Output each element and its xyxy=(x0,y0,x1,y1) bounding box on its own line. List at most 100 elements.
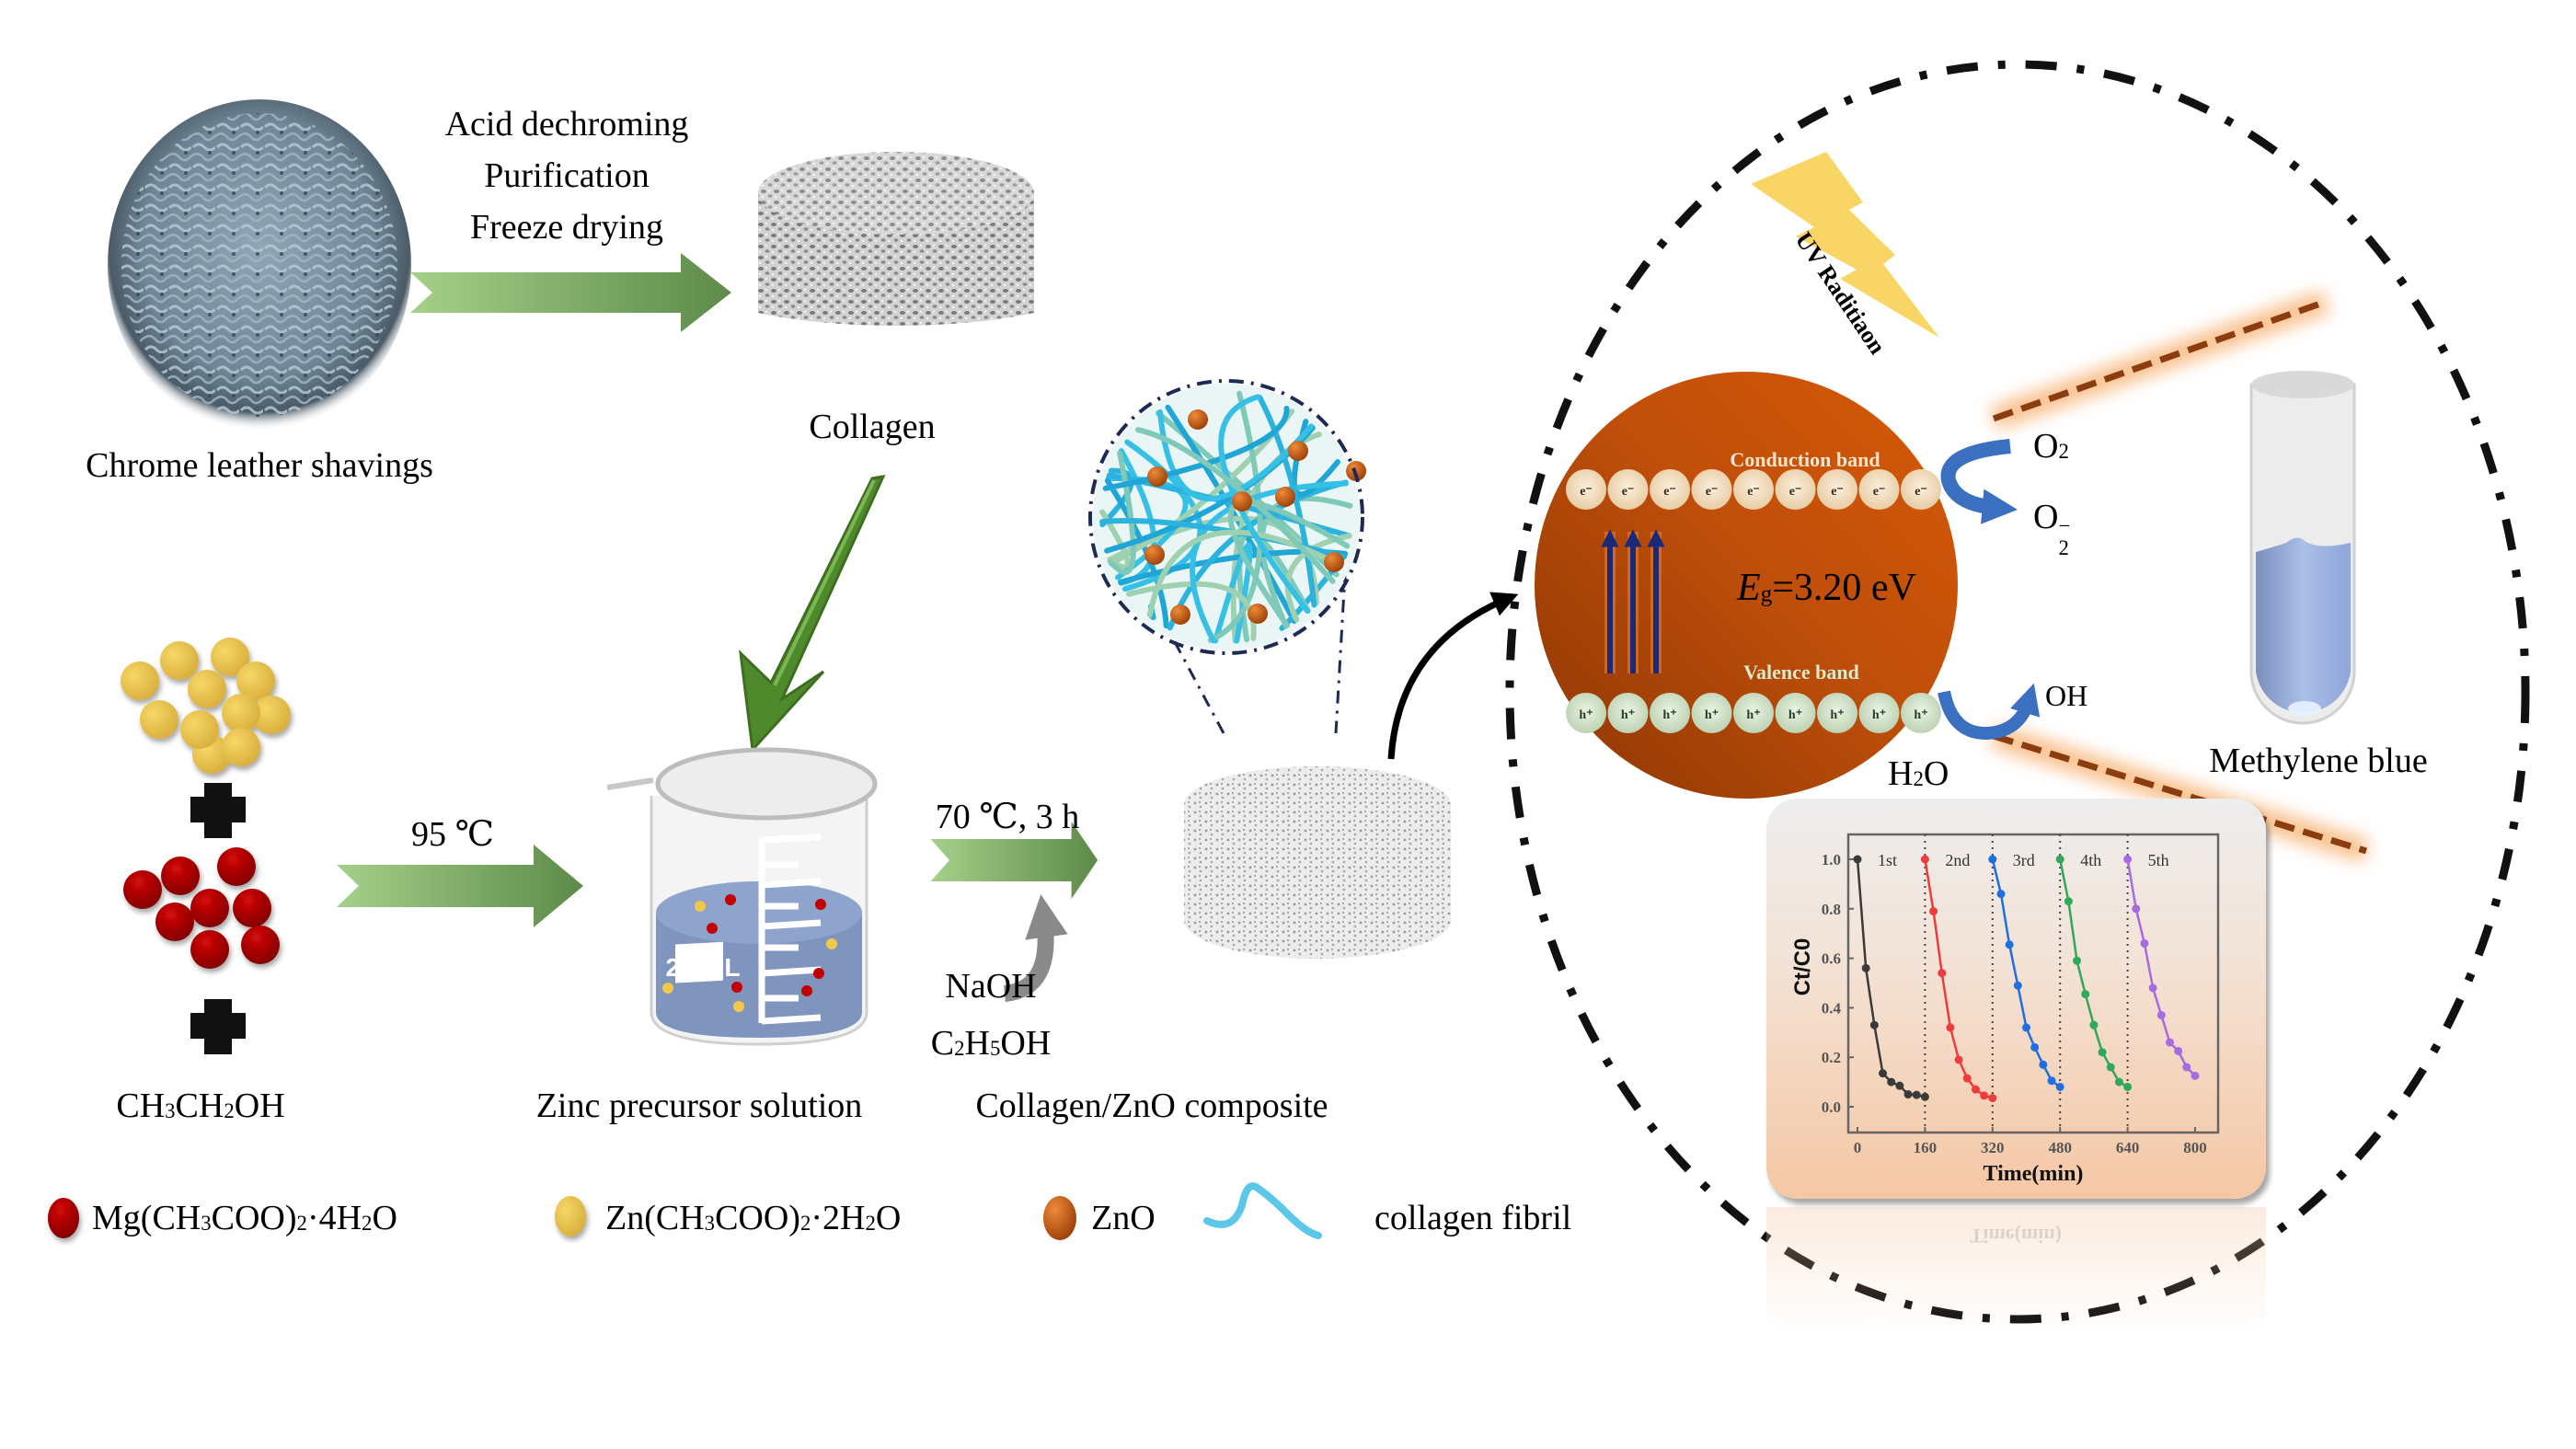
data-point xyxy=(2005,940,2014,949)
zinc-acetate-cluster xyxy=(121,638,291,774)
magnesium-acetate-sphere xyxy=(190,889,229,927)
hole-icon xyxy=(1566,693,1606,733)
heating-condition-label: 95 ℃ xyxy=(410,815,495,854)
electron-symbol: e⁻ xyxy=(1873,485,1886,499)
magnesium-acetate-sphere xyxy=(233,889,271,927)
collagen-fibril-icon xyxy=(1203,1182,1322,1239)
zno-particle xyxy=(1324,552,1344,572)
electron-icon xyxy=(1566,469,1606,510)
process-arrow-1 xyxy=(410,253,731,332)
y-axis-label: Ct/C0 xyxy=(1790,938,1815,996)
collagen-label: Collagen xyxy=(809,408,936,446)
valence-band-label: Valence band xyxy=(1743,661,1859,684)
zinc-acetate-sphere xyxy=(121,661,159,700)
bandgap-label: Eg=3.20 eV xyxy=(1737,567,1916,609)
data-point xyxy=(1962,1074,1972,1083)
x-tick-label: 0 xyxy=(1854,1139,1862,1156)
collagen-fibril xyxy=(1134,427,1336,584)
zno-band-structure: e⁻e⁻e⁻e⁻e⁻e⁻e⁻e⁻e⁻ h⁺h⁺h⁺h⁺h⁺h⁺h⁺h⁺h⁺ xyxy=(1535,372,1958,799)
orange-sphere-icon xyxy=(1043,1196,1076,1240)
legend-label-zno: ZnO xyxy=(1091,1199,1156,1237)
zno-particle xyxy=(1170,604,1190,625)
zinc-acetate-sphere xyxy=(140,700,178,739)
zinc-acetate-sphere xyxy=(252,696,291,734)
data-point xyxy=(2073,956,2082,965)
magnesium-acetate-sphere xyxy=(241,926,280,964)
data-point xyxy=(1938,969,1947,978)
zno-particle xyxy=(1288,441,1308,461)
x-tick-label: 320 xyxy=(1981,1139,2005,1156)
data-point xyxy=(2114,1077,2123,1087)
hole-symbol: h⁺ xyxy=(1705,708,1719,722)
data-point xyxy=(2047,1076,2056,1086)
to-mechanism-arrow xyxy=(1387,592,1519,760)
superoxide-label: O−2 xyxy=(2033,498,2071,560)
magnesium-acetate-sphere xyxy=(217,847,256,886)
series-label: 5th xyxy=(2148,851,2169,869)
series-label: 1st xyxy=(1878,851,1897,869)
collagen-sponge-image xyxy=(758,152,1034,327)
collagen-fibril xyxy=(1099,509,1131,570)
zinc-acetate-sphere xyxy=(188,670,226,708)
electron-symbol: e⁻ xyxy=(1706,485,1719,499)
zinc-acetate-sphere xyxy=(236,661,275,700)
hole-symbol: h⁺ xyxy=(1621,708,1635,722)
hole-icon xyxy=(1775,693,1816,733)
data-point xyxy=(2123,855,2133,864)
electron-symbol: e⁻ xyxy=(1831,485,1844,499)
hole-symbol: h⁺ xyxy=(1914,708,1927,722)
zno-particle xyxy=(1232,491,1252,512)
data-point xyxy=(2140,938,2149,948)
x-axis-label: Time(min) xyxy=(1984,1162,2084,1186)
hole-icon xyxy=(1691,693,1732,733)
oxidation-arrow xyxy=(1938,683,2041,740)
data-point xyxy=(1920,855,1929,864)
oxygen-label: O2 xyxy=(2033,427,2069,466)
data-point xyxy=(2030,1042,2040,1052)
collagen-fibril xyxy=(1156,408,1315,501)
data-point xyxy=(2174,1046,2183,1055)
collagen-fibril xyxy=(1218,394,1311,615)
methylene-blue-label: Methylene blue xyxy=(2209,742,2428,780)
x-tick-label: 800 xyxy=(2183,1139,2207,1156)
collagen-fibril xyxy=(1108,450,1136,575)
hole-symbol: h⁺ xyxy=(1872,708,1886,722)
data-point xyxy=(2148,983,2157,993)
hole-icon xyxy=(1817,693,1857,733)
series-line-5th xyxy=(2126,858,2196,1077)
data-point xyxy=(2123,1082,2133,1091)
electron-icon xyxy=(1901,469,1941,510)
reaction-zone-lines xyxy=(1989,290,2370,863)
data-point xyxy=(1980,1091,1989,1100)
legend-label-mg-acetate: Mg(CH3COO)2·4H2O xyxy=(92,1199,397,1237)
y-tick-label: 0.6 xyxy=(1822,950,1841,968)
mechanism-zoom-circle xyxy=(1505,60,2530,1324)
hole-symbol: h⁺ xyxy=(1579,708,1593,722)
y-tick-label: 1.0 xyxy=(1822,851,1841,868)
electron-symbol: e⁻ xyxy=(1915,485,1927,499)
data-point xyxy=(1996,890,2006,899)
data-point xyxy=(1869,1020,1879,1029)
zno-particle xyxy=(1248,604,1268,624)
data-point xyxy=(1895,1081,1904,1090)
x-tick-label: 640 xyxy=(2116,1139,2140,1156)
x-tick-label: 160 xyxy=(1914,1139,1938,1156)
zno-particle xyxy=(1147,466,1167,487)
electron-symbol: e⁻ xyxy=(1663,485,1676,499)
plot-frame xyxy=(1846,833,2220,1134)
uv-lightning-icon xyxy=(1751,152,1939,338)
magnesium-acetate-sphere xyxy=(161,857,200,895)
collagen-fibril xyxy=(1227,500,1351,628)
data-point xyxy=(1971,1085,1980,1094)
reaction-condition-label: 70 ℃, 3 h xyxy=(935,798,1080,836)
chrome-leather-label: Chrome leather shavings xyxy=(86,446,433,485)
data-point xyxy=(2182,1063,2191,1072)
hole-icon xyxy=(1901,693,1941,733)
legend-label-zn-acetate: Zn(CH3COO)2·2H2O xyxy=(605,1199,902,1237)
electron-symbol: e⁻ xyxy=(1580,485,1593,499)
magnesium-acetate-sphere xyxy=(190,930,229,969)
series-line-4th xyxy=(2058,858,2129,1088)
ethanol-label: CH3CH2OH xyxy=(116,1087,285,1125)
zinc-acetate-sphere xyxy=(222,694,260,732)
